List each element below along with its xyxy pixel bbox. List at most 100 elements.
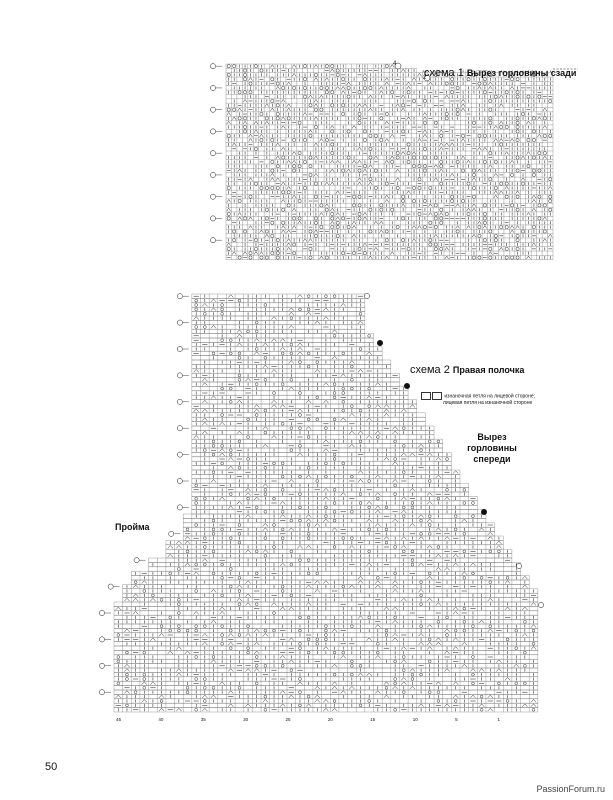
stitch-decrease [286,103,291,107]
stitch-decrease [482,146,487,151]
stitch-decrease [305,518,312,523]
stitch-decrease [471,203,477,207]
stitch-decrease [281,116,286,120]
stitch-yarn-over [272,523,276,527]
stitch-yarn-over [483,212,487,216]
stitch-decrease [439,129,444,133]
stitch-yarn-over [488,247,493,251]
stitch-decrease [308,238,313,242]
stitch-yarn-over [314,181,318,186]
stitch-yarn-over [444,73,449,77]
stitch-yarn-over [248,251,253,256]
stitch-yarn-over [255,320,259,325]
stitch-decrease [253,408,260,413]
stitch-decrease [281,199,286,203]
stitch-yarn-over [281,220,286,225]
stitch-decrease [226,199,231,203]
stitch-yarn-over [194,307,198,312]
stitch-decrease [271,435,277,439]
stitch-yarn-over [248,194,253,199]
stitch-yarn-over [226,73,231,77]
stitch-yarn-over [368,229,373,234]
stitch-yarn-over [303,86,307,90]
stitch-yarn-over [298,518,302,523]
stitch-yarn-over [275,255,280,260]
stitch-yarn-over [243,229,247,234]
stitch-yarn-over [357,247,362,251]
stitch-yarn-over [298,492,302,496]
stitch-yarn-over [306,351,311,356]
stitch-yarn-over [255,382,259,386]
stitch-decrease [270,177,275,181]
stitch-decrease [504,151,509,155]
stitch-yarn-over [445,457,449,461]
stitch-yarn-over [255,505,259,510]
stitch-decrease [236,430,243,435]
stitch-decrease [313,229,319,233]
stitch-yarn-over [298,413,302,417]
stitch-yarn-over [229,492,233,496]
stitch-decrease [313,155,319,159]
stitch-yarn-over [433,212,438,216]
stitch-yarn-over [455,229,460,234]
stitch-yarn-over [466,77,471,82]
stitch-decrease [226,120,231,125]
stitch-decrease [375,382,381,386]
stitch-yarn-over [303,138,307,142]
stitch-yarn-over [246,417,250,422]
stitch-decrease [452,470,459,474]
stitch-yarn-over [423,146,427,151]
stitch-decrease [366,395,372,399]
stitch-decrease [275,177,280,181]
stitch-decrease [330,168,335,173]
stitch-decrease [262,523,269,527]
stitch-yarn-over [332,457,337,461]
stitch-yarn-over [417,177,422,182]
stitch-yarn-over [259,138,264,142]
stitch-yarn-over [341,216,346,221]
stitch-yarn-over [526,94,531,99]
stitch-yarn-over [332,417,337,422]
stitch-yarn-over [439,220,444,225]
stitch-yarn-over [306,532,311,536]
stitch-yarn-over [401,194,405,199]
stitch-yarn-over [395,151,400,156]
stitch-decrease [330,68,335,72]
stitch-decrease [460,138,466,142]
stitch-decrease [279,404,286,408]
stitch-decrease [305,399,312,404]
stitch-decrease [319,255,324,260]
stitch-decrease [349,360,355,364]
stitch-yarn-over [454,514,458,518]
stitch-decrease [330,207,335,212]
stitch-decrease [323,399,329,404]
stitch-yarn-over [292,242,296,247]
stitch-yarn-over [270,220,275,225]
stitch-decrease [488,81,493,86]
stitch-decrease [439,146,444,151]
stitch-decrease [313,103,319,107]
stitch-yarn-over [384,229,389,234]
stitch-decrease [510,229,515,233]
stitch-yarn-over [488,151,493,156]
chart-1-marker-circle-icon [423,74,431,82]
stitch-decrease [314,320,321,325]
stitch-yarn-over [324,294,328,298]
stitch-yarn-over [237,532,242,536]
stitch-decrease [466,225,471,229]
stitch-decrease [237,212,242,216]
stitch-decrease [253,338,260,342]
stitch-yarn-over [332,334,337,338]
chart-1-row-marker-icon [210,215,216,222]
stitch-decrease [515,225,520,229]
stitch-decrease [401,509,407,514]
stitch-yarn-over [423,164,427,169]
stitch-yarn-over [504,181,509,186]
stitch-yarn-over [211,532,216,536]
stitch-yarn-over [194,523,198,527]
stitch-yarn-over [423,199,427,203]
stitch-yarn-over [537,168,542,173]
stitch-decrease [245,377,251,382]
stitch-decrease [422,129,428,133]
stitch-yarn-over [265,116,269,121]
